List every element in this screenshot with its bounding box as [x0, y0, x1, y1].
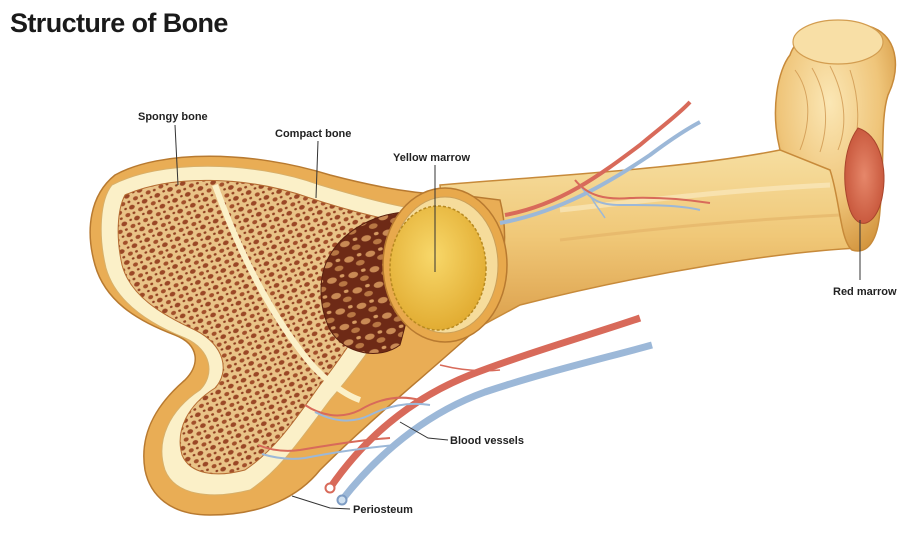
- label-yellow-marrow: Yellow marrow: [393, 152, 470, 164]
- yellow-marrow: [390, 206, 486, 330]
- label-red-marrow: Red marrow: [833, 286, 897, 298]
- label-spongy-bone: Spongy bone: [138, 111, 208, 123]
- label-blood-vessels: Blood vessels: [450, 435, 524, 447]
- label-compact-bone: Compact bone: [275, 128, 351, 140]
- label-periosteum: Periosteum: [353, 504, 413, 516]
